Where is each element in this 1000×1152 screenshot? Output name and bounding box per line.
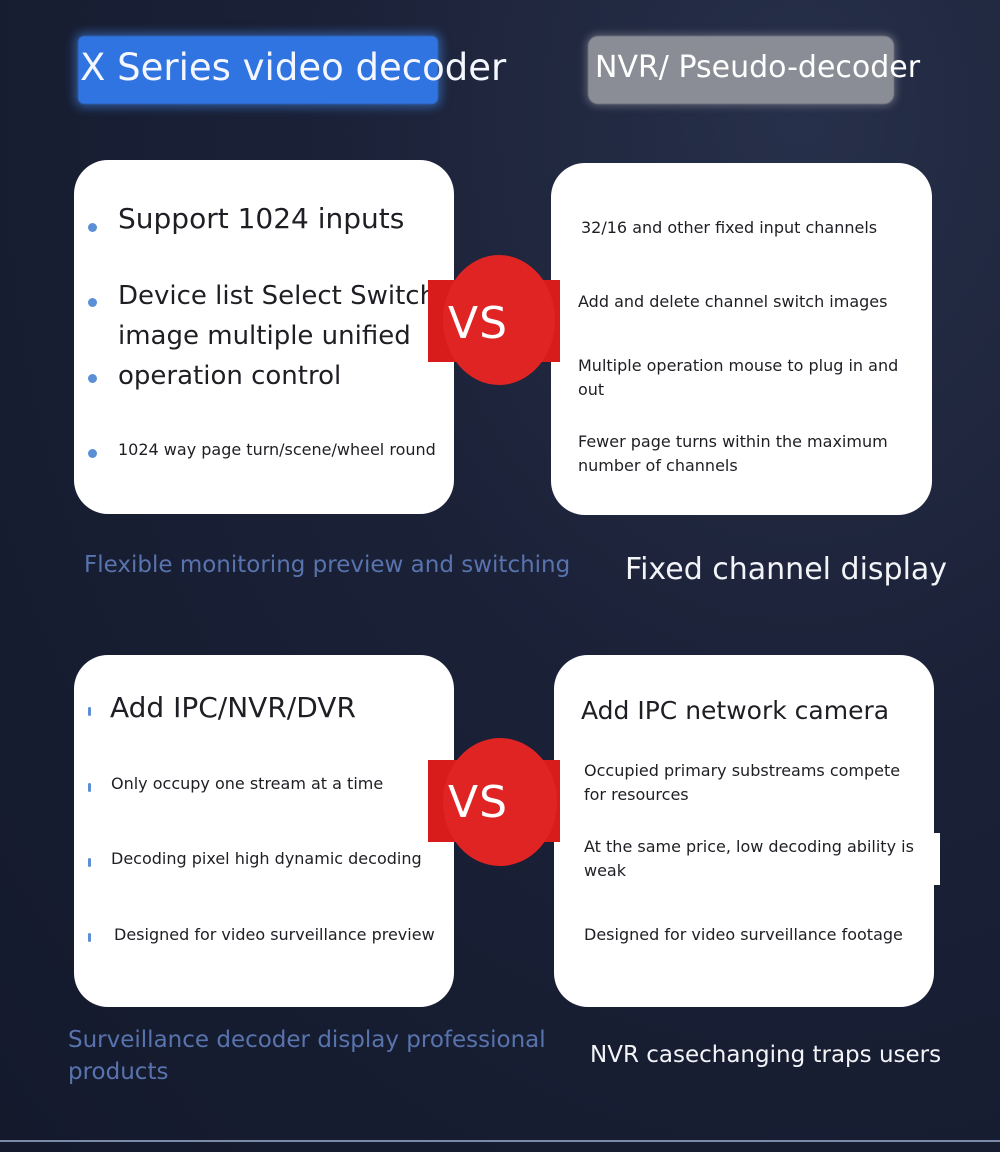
designed-footage: Designed for video surveillance footage bbox=[584, 925, 903, 944]
add-ipc-nvr-dvr: Add IPC/NVR/DVR bbox=[110, 691, 356, 724]
bullet-dot bbox=[88, 858, 91, 867]
designed-preview: Designed for video surveillance preview bbox=[114, 925, 435, 944]
x-series-title: X Series video decoder bbox=[80, 46, 507, 89]
decoder-caption-line1: Surveillance decoder display professiona… bbox=[68, 1027, 546, 1053]
card-edge-strip bbox=[930, 833, 940, 885]
nvr-page-turns-line2: number of channels bbox=[578, 456, 738, 475]
bullet-dot bbox=[88, 223, 97, 232]
x-series-feature-card bbox=[74, 160, 454, 514]
decoding-weak-line2: weak bbox=[584, 861, 626, 880]
bullet-dot bbox=[88, 707, 91, 716]
substreams-line1: Occupied primary substreams compete bbox=[584, 761, 901, 780]
decoder-caption-line2: products bbox=[68, 1059, 169, 1085]
feature-device-list-line1: Device list Select Switch bbox=[118, 281, 437, 311]
add-ipc-camera: Add IPC network camera bbox=[581, 696, 890, 725]
nvr-feature-card bbox=[551, 163, 932, 515]
vs-badge-circle bbox=[443, 738, 557, 866]
feature-device-list-line3: operation control bbox=[118, 361, 342, 391]
feature-inputs: Support 1024 inputs bbox=[118, 202, 405, 235]
bullet-dot bbox=[88, 783, 91, 792]
nvr-switch-images: Add and delete channel switch images bbox=[578, 292, 888, 311]
nvr-trap-caption: NVR casechanging traps users bbox=[590, 1042, 942, 1068]
nvr-mouse-line2: out bbox=[578, 380, 605, 399]
bullet-dot bbox=[88, 298, 97, 307]
x-series-compat-card bbox=[74, 655, 454, 1007]
feature-page-turn: 1024 way page turn/scene/wheel round bbox=[118, 440, 436, 459]
nvr-page-turns-line1: Fewer page turns within the maximum bbox=[578, 432, 888, 451]
substreams-line2: for resources bbox=[584, 785, 689, 804]
decoding-weak-line1: At the same price, low decoding ability … bbox=[584, 837, 914, 856]
vs-label: VS bbox=[448, 298, 509, 349]
vs-badge-circle bbox=[443, 255, 555, 385]
x-series-tag-background bbox=[78, 36, 438, 104]
bottom-divider bbox=[0, 1140, 1000, 1142]
x-series-caption: Flexible monitoring preview and switchin… bbox=[84, 552, 571, 578]
one-stream: Only occupy one stream at a time bbox=[111, 774, 384, 793]
bullet-dot bbox=[88, 933, 91, 942]
nvr-caption: Fixed channel display bbox=[625, 552, 948, 587]
nvr-fixed-inputs: 32/16 and other fixed input channels bbox=[581, 218, 878, 237]
nvr-compat-card bbox=[554, 655, 934, 1007]
nvr-title: NVR/ Pseudo-decoder bbox=[595, 50, 921, 85]
bullet-dot bbox=[88, 449, 97, 458]
feature-device-list-line2: image multiple unified bbox=[118, 321, 411, 351]
nvr-mouse-line1: Multiple operation mouse to plug in and bbox=[578, 356, 899, 375]
nvr-tag-background bbox=[588, 36, 894, 104]
decoding-pixel: Decoding pixel high dynamic decoding bbox=[111, 849, 422, 868]
vs-label: VS bbox=[448, 777, 509, 828]
bullet-dot bbox=[88, 374, 97, 383]
